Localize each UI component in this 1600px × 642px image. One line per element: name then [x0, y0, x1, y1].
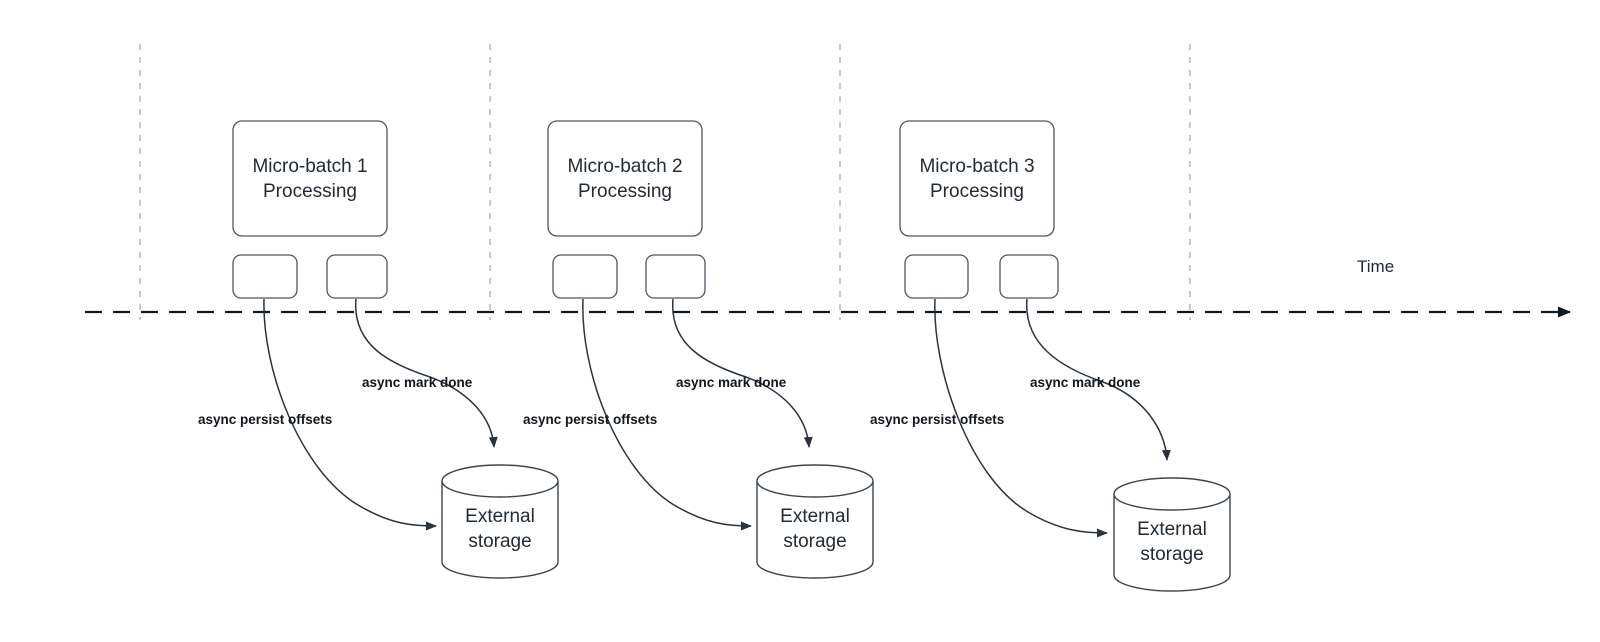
task-box-1b[interactable] — [326, 254, 388, 299]
micro-batch-box-2[interactable] — [547, 120, 703, 237]
edge-persist-offsets-1-label: async persist offsets — [198, 412, 332, 427]
edge-mark-done-2-label: async mark done — [676, 375, 787, 390]
task-box-2b[interactable] — [645, 254, 706, 299]
edge-persist-offsets-3 — [934, 298, 1108, 538]
edge-mark-done-3-label: async mark done — [1030, 375, 1141, 390]
edge-mark-done-1-label: async mark done — [362, 375, 473, 390]
storage-label-line1-1: External — [465, 506, 535, 527]
task-box-1a[interactable] — [232, 254, 298, 299]
edge-labels-group: async persist offsets async mark done asyn… — [198, 375, 1141, 427]
task-box-2a[interactable] — [552, 254, 618, 299]
storage-cylinder-body-1[interactable] — [441, 481, 559, 579]
task-box-3a[interactable] — [904, 254, 969, 299]
edges-group — [263, 298, 1171, 538]
edge-persist-offsets-2 — [582, 298, 752, 531]
time-axis-group: Time — [85, 257, 1571, 318]
edge-persist-offsets-1 — [263, 298, 437, 531]
edge-mark-done-1 — [355, 298, 498, 448]
micro-batch-box-1[interactable] — [232, 120, 388, 237]
task-box-3b[interactable] — [999, 254, 1059, 299]
edge-persist-offsets-2-label: async persist offsets — [523, 412, 657, 427]
storage-label-line2-3: storage — [1140, 544, 1203, 565]
storage-cylinder-top-1[interactable] — [441, 464, 559, 498]
micro-batch-label-line2-1: Processing — [263, 181, 357, 202]
edge-persist-offsets-3-label: async persist offsets — [870, 412, 1004, 427]
edge-mark-done-3 — [1026, 298, 1171, 461]
storage-cylinder-body-3[interactable] — [1113, 494, 1231, 592]
storage-cylinder-top-3[interactable] — [1113, 477, 1231, 511]
micro-batch-label-line2-2: Processing — [578, 181, 672, 202]
storage-label-line1-3: External — [1137, 519, 1207, 540]
storage-label-line1-2: External — [780, 506, 850, 527]
storage-label-line2-2: storage — [783, 531, 846, 552]
micro-batch-label-line1-2: Micro-batch 2 — [567, 156, 682, 177]
micro-batch-label-line2-3: Processing — [930, 181, 1024, 202]
time-axis-label: Time — [1357, 257, 1394, 276]
edge-mark-done-2 — [672, 298, 813, 448]
micro-batch-box-3[interactable] — [899, 120, 1055, 237]
storage-cylinder-body-2[interactable] — [756, 481, 874, 579]
micro-batch-label-line1-3: Micro-batch 3 — [919, 156, 1034, 177]
storage-label-line2-1: storage — [468, 531, 531, 552]
micro-batch-label-line1-1: Micro-batch 1 — [252, 156, 367, 177]
storage-cylinder-top-2[interactable] — [756, 464, 874, 498]
